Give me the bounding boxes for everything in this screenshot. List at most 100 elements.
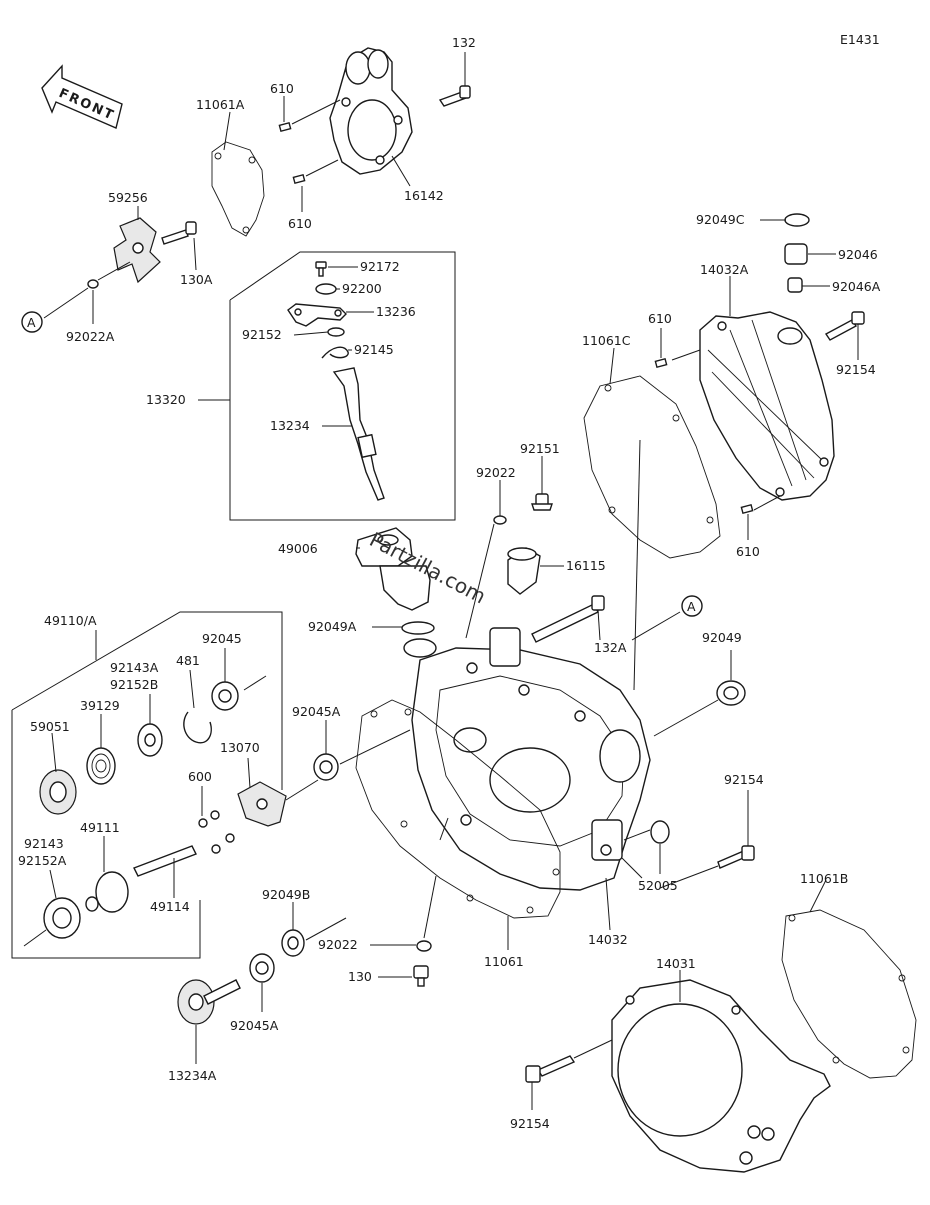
bearing-92046 xyxy=(784,243,808,265)
ref-marker-a-right-label: A xyxy=(687,599,696,614)
label-13234A: 13234A xyxy=(168,1068,217,1083)
label-92145: 92145 xyxy=(354,342,394,357)
assembly-box-13320 xyxy=(229,251,456,521)
part-49111 xyxy=(85,871,129,913)
shaft-13234 xyxy=(332,367,385,501)
label-39129: 39129 xyxy=(80,698,120,713)
screw-92172 xyxy=(315,261,327,277)
label-59051: 59051 xyxy=(30,719,70,734)
label-92172: 92172 xyxy=(360,259,400,274)
dowel-pin-610-right2 xyxy=(740,503,754,515)
magneto-cover-14031 xyxy=(611,979,831,1173)
label-132A: 132A xyxy=(594,640,627,655)
label-11061A: 11061A xyxy=(196,97,245,112)
lever-13236 xyxy=(287,303,347,327)
label-13234: 13234 xyxy=(270,418,310,433)
label-92049: 92049 xyxy=(702,630,742,645)
washer-92022-mid xyxy=(493,515,507,525)
bolt-130A xyxy=(161,221,197,245)
washer-92200 xyxy=(315,283,337,295)
label-11061: 11061 xyxy=(484,954,524,969)
bearing-92045A-bot xyxy=(249,953,275,983)
washer-92143A xyxy=(137,723,163,757)
washer-92143 xyxy=(43,897,81,939)
label-92046: 92046 xyxy=(838,247,878,262)
label-130: 130 xyxy=(348,969,372,984)
bolt-130 xyxy=(413,965,429,987)
washer-92022-bot xyxy=(416,940,432,952)
label-92049C: 92049C xyxy=(696,212,745,227)
cap-52005 xyxy=(650,820,670,844)
impeller-13070 xyxy=(237,781,287,827)
label-610-right: 610 xyxy=(648,311,672,326)
label-92152A: 92152A xyxy=(18,853,67,868)
label-59256: 59256 xyxy=(108,190,148,205)
label-92022-mid: 92022 xyxy=(476,465,516,480)
label-14032A: 14032A xyxy=(700,262,749,277)
shaft-49114 xyxy=(133,845,197,877)
balls-600 xyxy=(198,810,235,854)
label-14032: 14032 xyxy=(588,932,628,947)
diagram-code: E1431 xyxy=(840,32,880,47)
dowel-pin-610-mid xyxy=(292,173,306,185)
fitting-16115 xyxy=(507,547,541,595)
washer-92152 xyxy=(327,327,345,337)
assembly-box-49110-bottom xyxy=(11,710,201,959)
label-13236: 13236 xyxy=(376,304,416,319)
label-92152B: 92152B xyxy=(110,677,158,692)
front-arrow-icon: FRONT xyxy=(41,64,123,129)
bearing-92045A-mid xyxy=(313,753,339,781)
label-92022-bot: 92022 xyxy=(318,937,358,952)
label-92154-top: 92154 xyxy=(836,362,876,377)
bushing-92046A xyxy=(787,277,803,293)
gasket-11061A xyxy=(211,141,265,237)
label-49110A: 49110/A xyxy=(44,613,97,628)
dowel-pin-610-top xyxy=(278,121,292,133)
spring-92145 xyxy=(321,346,349,359)
label-92152: 92152 xyxy=(242,327,282,342)
bolt-132 xyxy=(438,85,471,107)
label-92045A-mid: 92045A xyxy=(292,704,341,719)
label-16142: 16142 xyxy=(404,188,444,203)
label-49006: 49006 xyxy=(278,541,318,556)
label-610-top: 610 xyxy=(270,81,294,96)
label-49114: 49114 xyxy=(150,899,190,914)
label-14031: 14031 xyxy=(656,956,696,971)
label-481: 481 xyxy=(176,653,200,668)
gasket-11061C xyxy=(583,375,721,559)
gasket-11061B xyxy=(781,909,917,1079)
label-92143A: 92143A xyxy=(110,660,159,675)
label-92200: 92200 xyxy=(342,281,382,296)
label-16115: 16115 xyxy=(566,558,606,573)
label-92045: 92045 xyxy=(202,631,242,646)
label-92143: 92143 xyxy=(24,836,64,851)
bearing-92045 xyxy=(211,681,239,711)
assembly-box-49110 xyxy=(11,611,283,790)
bolt-92154-mid xyxy=(717,845,755,869)
plug-92151 xyxy=(531,493,553,511)
label-132: 132 xyxy=(452,35,476,50)
label-92045A-bot: 92045A xyxy=(230,1018,279,1033)
seal-92049C xyxy=(784,213,810,227)
label-130A: 130A xyxy=(180,272,213,287)
ref-marker-a-right xyxy=(681,595,703,617)
bearing-92049B xyxy=(281,929,305,957)
label-49111: 49111 xyxy=(80,820,120,835)
clutch-cover-14032 xyxy=(403,627,651,891)
bolt-132A xyxy=(531,595,605,643)
gear-59051 xyxy=(39,769,77,815)
ref-marker-a-left-label: A xyxy=(27,315,36,330)
seal-92049A xyxy=(401,621,435,635)
label-92022A: 92022A xyxy=(66,329,115,344)
label-13320: 13320 xyxy=(146,392,186,407)
gasket-11061 xyxy=(355,699,561,919)
cover-14032A xyxy=(699,311,835,501)
ref-marker-a-left xyxy=(21,311,43,333)
label-11061B: 11061B xyxy=(800,871,848,886)
label-92154-bot: 92154 xyxy=(510,1116,550,1131)
spring-39129 xyxy=(86,747,116,785)
label-11061C: 11061C xyxy=(582,333,631,348)
water-pump-cover-16142 xyxy=(329,47,413,175)
